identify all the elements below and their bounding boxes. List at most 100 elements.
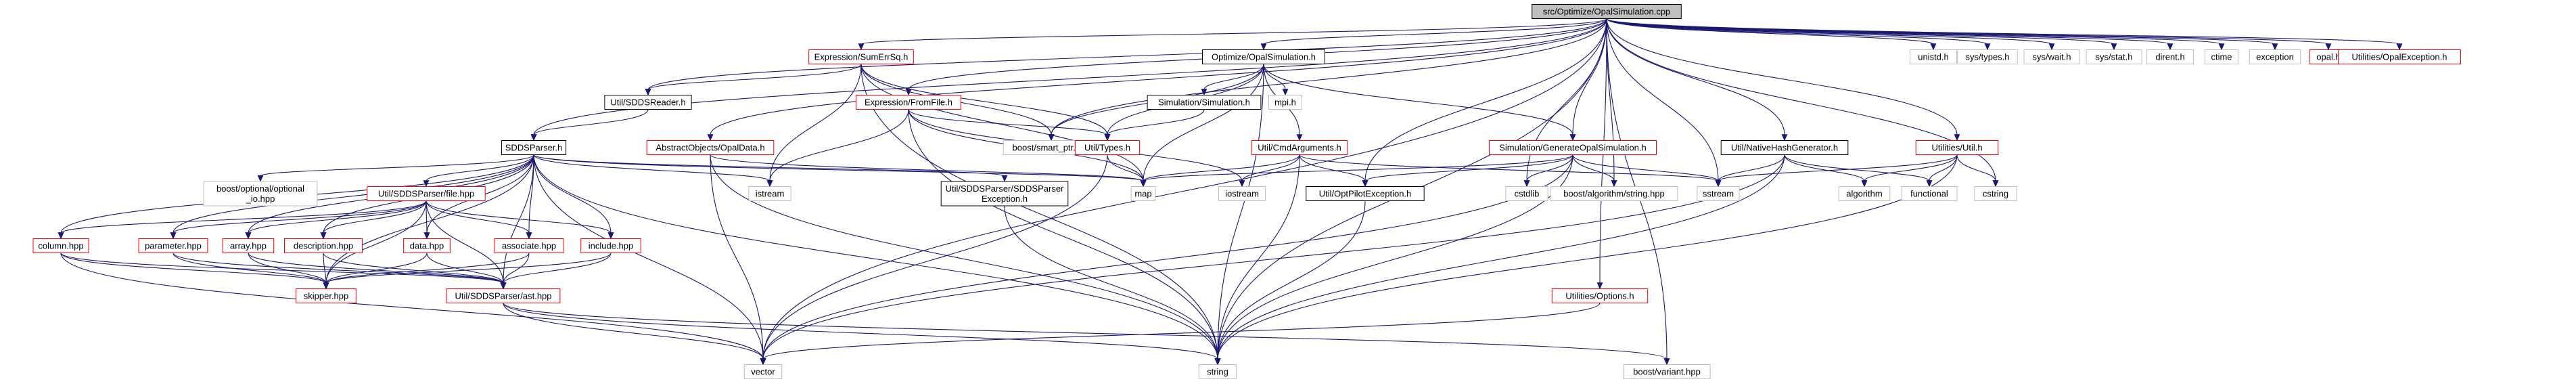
edge-nhg-to-algorithm [1784, 154, 1865, 181]
node-mpi: mpi.h [1268, 95, 1302, 110]
edge-arrow-root-to-nhg [1781, 134, 1788, 142]
node-simulation_h[interactable]: Simulation/Simulation.h [1147, 95, 1262, 110]
node-parameter[interactable]: parameter.hpp [138, 238, 208, 253]
node-optsim_h[interactable]: Optimize/OpalSimulation.h [1202, 49, 1325, 64]
node-label-sstream: sstream [1703, 189, 1734, 199]
node-label-sddsreader: Util/SDDSReader.h [610, 98, 685, 108]
edge-root-to-opalexc [1606, 18, 2400, 45]
edge-arrow-root-to-systypes [1984, 43, 1991, 51]
node-map: map [1130, 186, 1156, 201]
node-associate[interactable]: associate.hpp [494, 238, 564, 253]
edge-column-to-vector [60, 253, 764, 360]
edge-arrow-util_h-to-sstream [1715, 180, 1722, 188]
node-fromfile[interactable]: Expression/FromFile.h [856, 95, 961, 110]
node-sddsfile[interactable]: Util/SDDSParser/file.hpp [367, 186, 486, 201]
edge-sddsfile-to-include [426, 200, 612, 234]
node-types_h[interactable]: Util/Types.h [1074, 140, 1141, 155]
node-label-cstdlib: cstdlib [1515, 189, 1540, 199]
node-label-util_h: Utilities/Util.h [1931, 143, 1982, 153]
edge-genopal-to-algstring [1572, 154, 1615, 181]
node-istream: istream [748, 186, 791, 201]
node-box-optional_io [203, 181, 318, 207]
node-label-iostream: iostream [1225, 189, 1259, 199]
node-label-column: column.hpp [38, 241, 83, 251]
node-box-options [1551, 288, 1649, 303]
edge-arrow-root-to-opal_h [2325, 43, 2332, 51]
edge-arrow-optsim_h-to-cmdargs [1296, 134, 1303, 142]
node-util_h[interactable]: Utilities/Util.h [1915, 140, 1999, 155]
edge-fromfile-to-istream [769, 109, 909, 181]
edge-arrow-optsim_h-to-simulation_h [1201, 89, 1208, 96]
node-label-cstring: cstring [1983, 189, 2008, 199]
node-box-array [222, 238, 275, 253]
node-abstractobj[interactable]: AbstractObjects/OpalData.h [646, 140, 775, 155]
edge-arrow-optsim_h-to-smartptr [1048, 134, 1055, 142]
edge-util_h-to-string [1217, 154, 1958, 360]
node-box-functional [1901, 186, 1958, 201]
edge-arrow-cmdargs-to-iostream [1239, 180, 1245, 188]
node-box-column [32, 238, 89, 253]
node-label-data: data.hpp [410, 241, 444, 251]
node-box-mpi [1268, 95, 1302, 110]
node-root[interactable]: src/Optimize/OpalSimulation.cpp [1532, 4, 1682, 19]
node-string: string [1198, 364, 1237, 379]
edge-nhg-to-functional [1784, 154, 1930, 182]
node-options[interactable]: Utilities/Options.h [1551, 288, 1649, 303]
node-sddsparser[interactable]: SDDSParser.h [501, 140, 567, 155]
node-sddsreader[interactable]: Util/SDDSReader.h [604, 95, 692, 110]
node-label-smartptr: boost/smart_ptr.hpp [1013, 143, 1090, 153]
edge-util_h-to-cstring [1956, 154, 1996, 181]
edge-arrow-abstractobj-to-map [1140, 180, 1147, 188]
node-box-description [284, 238, 363, 253]
node-box-syswait [2023, 49, 2080, 64]
edge-root-to-smartptr [1051, 18, 1607, 135]
node-array[interactable]: array.hpp [222, 238, 275, 253]
edge-fromfile-to-types_h [908, 109, 1108, 136]
node-algorithm: algorithm [1838, 186, 1891, 201]
node-optpilotexc[interactable]: Util/OptPilotException.h [1306, 186, 1425, 201]
edge-ast-to-variant [503, 303, 1668, 360]
edge-cmdargs-to-sstream [1299, 154, 1719, 182]
node-include[interactable]: include.hpp [580, 238, 641, 253]
edge-arrow-root-to-options [1596, 282, 1603, 290]
edge-sddsparser-to-vector [533, 154, 764, 360]
node-label-vector: vector [751, 367, 775, 377]
edge-associate-to-skipper [325, 253, 530, 284]
edge-sddsfile-to-associate [426, 200, 530, 234]
edge-simulation_h-to-types_h [1107, 109, 1205, 135]
edge-cmdargs-to-string [1217, 154, 1300, 360]
edge-sddsparser-to-map [533, 154, 1144, 182]
node-cmdargs[interactable]: Util/CmdArguments.h [1251, 140, 1348, 155]
edge-arrow-simulation_h-to-types_h [1104, 134, 1111, 142]
edge-types_h-to-map [1107, 154, 1144, 181]
edge-root-to-util_h [1606, 18, 1958, 135]
edge-sddsfile-to-array [248, 200, 427, 234]
edge-data-to-ast [426, 253, 504, 284]
node-column[interactable]: column.hpp [32, 238, 89, 253]
node-sumerrsq[interactable]: Expression/SumErrSq.h [808, 49, 914, 64]
node-box-types_h [1074, 140, 1141, 155]
node-genopal[interactable]: Simulation/GenerateOpalSimulation.h [1489, 140, 1657, 155]
edge-sddsparser-to-skipper [325, 154, 534, 284]
node-label-sddsparser: SDDSParser.h [505, 143, 563, 153]
node-opalexc[interactable]: Utilities/OpalException.h [2338, 49, 2461, 64]
edge-array-to-ast [248, 253, 504, 284]
node-ast[interactable]: Util/SDDSParser/ast.hpp [446, 288, 561, 303]
node-box-util_h [1915, 140, 1999, 155]
node-nhg[interactable]: Util/NativeHashGenerator.h [1720, 140, 1849, 155]
node-skipper[interactable]: skipper.hpp [296, 288, 356, 303]
node-label-cmdargs: Util/CmdArguments.h [1258, 143, 1341, 153]
node-label-genopal: Simulation/GenerateOpalSimulation.h [1499, 143, 1647, 153]
edge-sddsparser-to-istream [533, 154, 770, 182]
edge-root-to-sddsparser [533, 18, 1607, 135]
node-description[interactable]: description.hpp [284, 238, 363, 253]
node-opal_h[interactable]: opal.h [2309, 49, 2348, 64]
edge-ast-to-vector [503, 303, 764, 360]
edge-sumerrsq-to-istream [769, 64, 862, 181]
edge-description-to-skipper [323, 253, 327, 284]
edge-arrow-options-to-vector [760, 358, 766, 366]
node-data[interactable]: data.hpp [403, 238, 451, 253]
edge-arrow-root-to-ctime [2218, 43, 2225, 51]
node-box-fromfile [856, 95, 961, 110]
